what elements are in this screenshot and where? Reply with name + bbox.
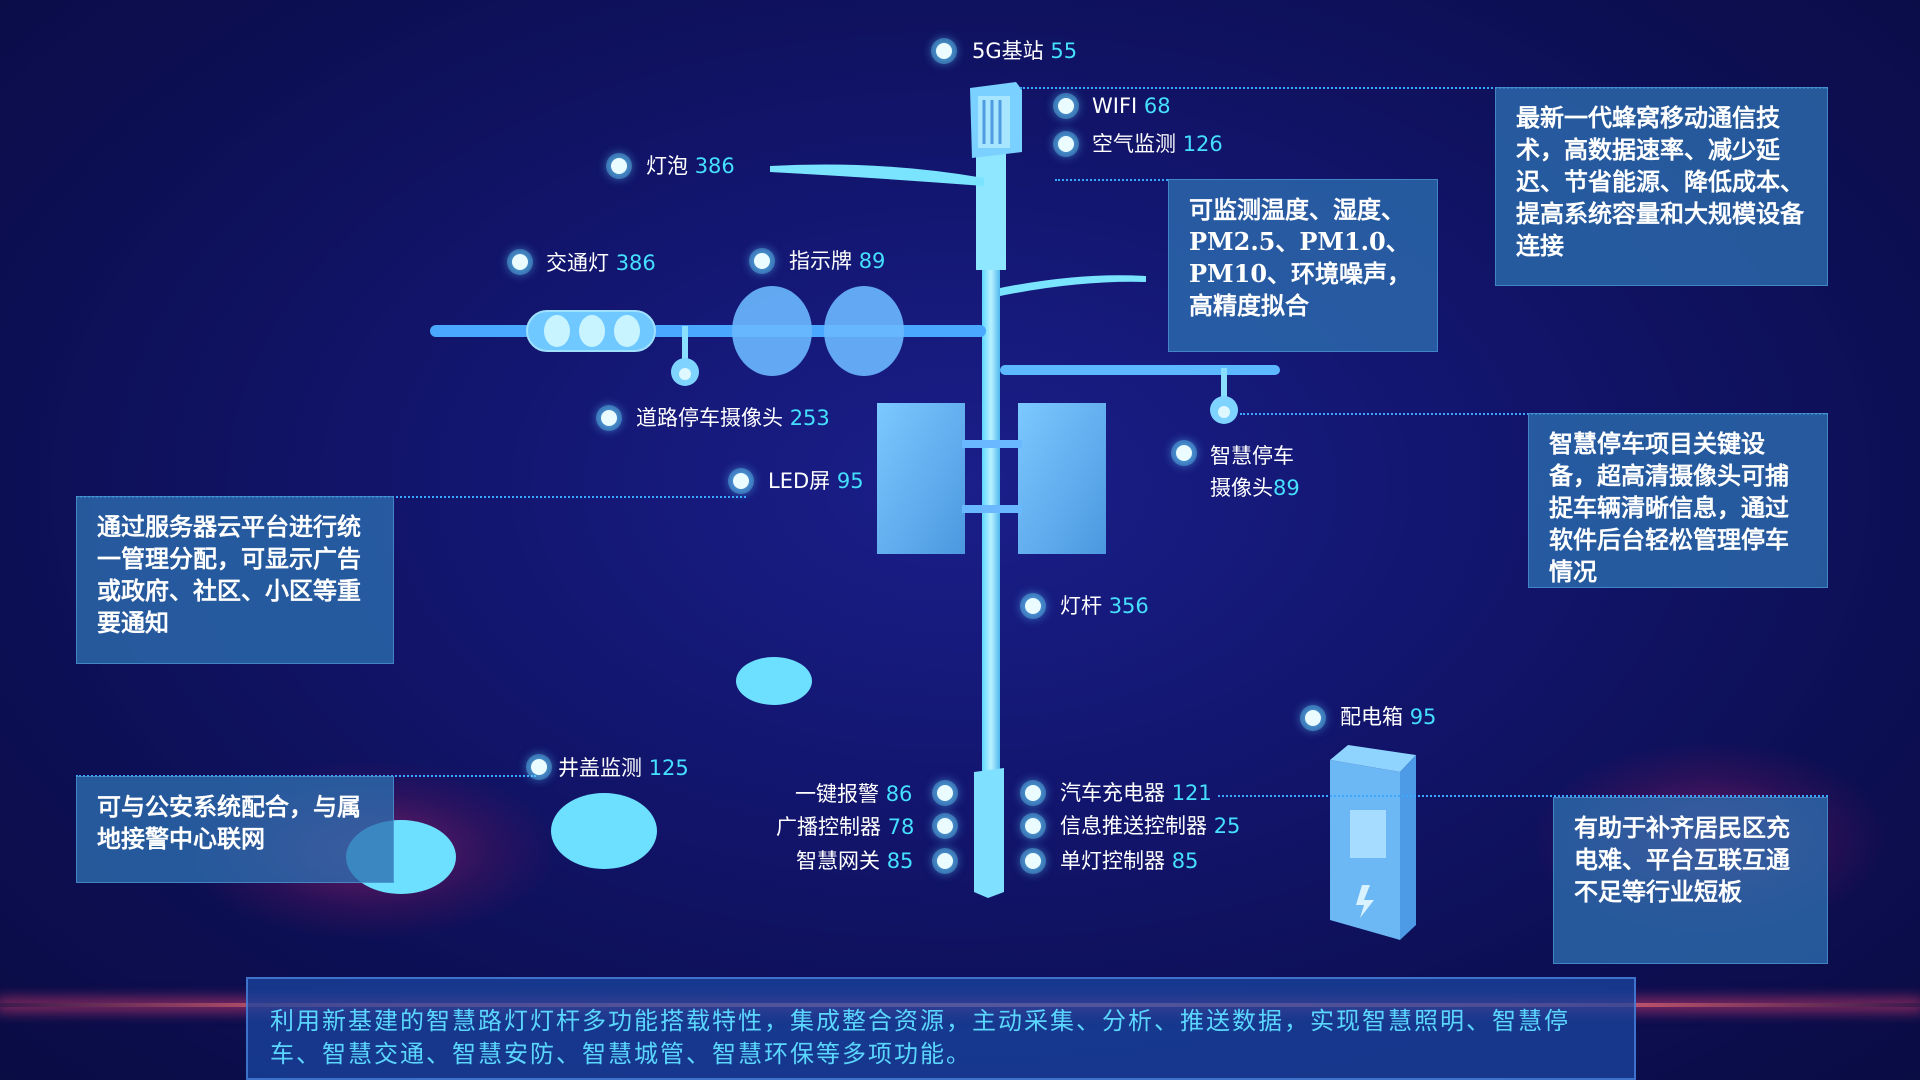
sign-disc-1	[732, 286, 812, 376]
box-led: 通过服务器云平台进行统一管理分配，可显示广告或政府、社区、小区等重要通知	[76, 496, 394, 664]
label-road-camera: 道路停车摄像头 253	[636, 406, 830, 430]
connector-charger	[1218, 795, 1828, 797]
pole-base	[974, 768, 1004, 898]
manhole-disc-1	[736, 657, 812, 705]
dot-led	[733, 473, 749, 489]
label-traffic: 交通灯 386	[546, 251, 656, 275]
label-led: LED屏 95	[768, 469, 864, 493]
label-power-box: 配电箱 95	[1340, 705, 1437, 729]
lamp-arm-upper	[770, 164, 984, 186]
connector-5g	[1020, 87, 1828, 89]
base-station-device	[970, 82, 1022, 158]
dot-parking-camera	[1176, 445, 1192, 461]
dot-wifi	[1058, 98, 1074, 114]
pole-top	[976, 150, 1006, 270]
box-charging: 有助于补齐居民区充电难、平台互联互通不足等行业短板	[1553, 797, 1828, 964]
connector-led	[76, 496, 746, 498]
sign-disc-2	[824, 286, 904, 376]
dot-gateway	[937, 853, 953, 869]
dot-alarm	[937, 785, 953, 801]
dot-broadcast	[937, 818, 953, 834]
pole-shaft	[982, 180, 1000, 780]
dot-power-box	[1305, 710, 1321, 726]
dot-info-push	[1025, 818, 1041, 834]
dot-sign	[754, 253, 770, 269]
traffic-lamp-1	[544, 315, 570, 347]
manhole-disc-2	[551, 793, 657, 869]
dot-traffic	[512, 254, 528, 270]
label-bulb: 灯泡 386	[646, 154, 735, 178]
dot-single-lamp	[1025, 853, 1041, 869]
dot-charger	[1025, 785, 1041, 801]
connector-air	[1055, 179, 1168, 181]
dot-manhole	[531, 759, 547, 775]
label-gateway: 智慧网关 85	[796, 849, 914, 873]
dot-road-camera	[601, 410, 617, 426]
label-air: 空气监测 126	[1092, 132, 1223, 156]
dot-bulb	[611, 158, 627, 174]
label-broadcast: 广播控制器 78	[776, 815, 915, 839]
label-5g: 5G基站 55	[972, 39, 1078, 63]
led-bracket-top	[962, 440, 1022, 448]
road-camera-device	[671, 326, 699, 386]
label-parking-camera: 智慧停车摄像头89	[1210, 444, 1300, 500]
lamp-arm-right	[1000, 275, 1146, 296]
label-wifi: WIFI 68	[1092, 94, 1171, 118]
label-single-lamp: 单灯控制器 85	[1060, 849, 1199, 873]
led-screen-left	[877, 403, 965, 554]
box-cellular: 最新一代蜂窝移动通信技术，高数据速率、减少延迟、节省能源、降低成本、提高系统容量…	[1495, 87, 1828, 286]
label-charger: 汽车充电器 121	[1060, 781, 1212, 805]
label-sign: 指示牌 89	[789, 249, 886, 273]
dot-5g	[936, 43, 952, 59]
traffic-lamp-3	[614, 315, 640, 347]
right-crossbar	[1000, 365, 1280, 375]
summary-banner: 利用新基建的智慧路灯灯杆多功能搭载特性，集成整合资源，主动采集、分析、推送数据，…	[246, 977, 1636, 1080]
label-alarm: 一键报警 86	[795, 782, 913, 806]
box-parking: 智慧停车项目关键设备，超高清摄像头可捕捉车辆清晰信息，通过软件后台轻松管理停车情…	[1528, 413, 1828, 588]
led-screen-right	[1018, 403, 1106, 554]
box-air: 可监测温度、湿度、PM2.5、PM1.0、PM10、环境噪声，高精度拟合	[1168, 179, 1438, 352]
dot-pole	[1025, 598, 1041, 614]
power-box-device	[1330, 745, 1416, 940]
traffic-lamp-2	[579, 315, 605, 347]
label-pole: 灯杆 356	[1060, 594, 1149, 618]
label-manhole: 井盖监测 125	[558, 756, 689, 780]
dot-air	[1058, 136, 1074, 152]
led-bracket-bottom	[962, 505, 1022, 513]
box-police: 可与公安系统配合，与属地接警中心联网	[76, 776, 394, 883]
label-info-push: 信息推送控制器 25	[1060, 814, 1241, 838]
parking-camera-device	[1210, 368, 1238, 424]
